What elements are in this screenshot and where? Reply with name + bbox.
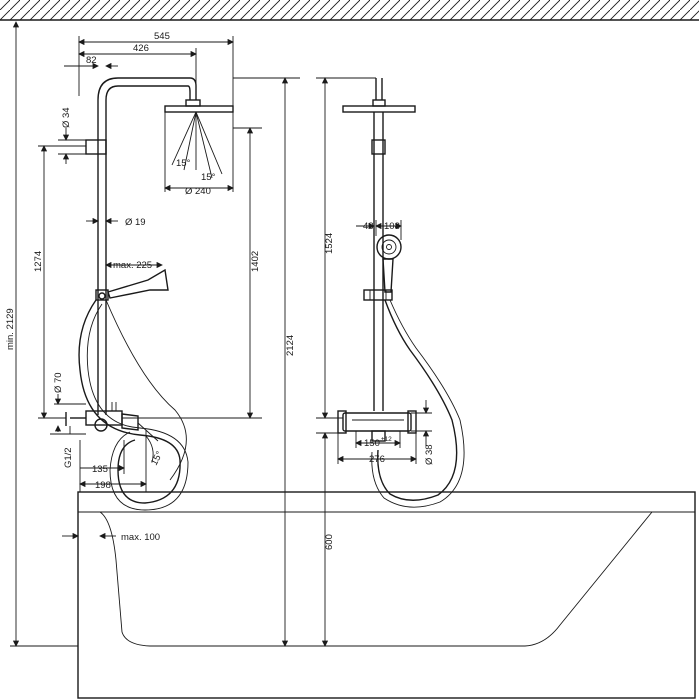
left-dimensions: 545 426 82 Ø 34 15° 15° Ø 240 Ø 19 [5,21,300,647]
left-shower-column [65,77,234,511]
dim-dia-240: Ø 240 [185,186,211,197]
dim-135: 135 [92,464,108,475]
ceiling-hatch [0,0,699,21]
bathtub [77,491,696,699]
angle-15-left: 15° [176,158,191,169]
dim-48: 48 [363,221,374,232]
dim-dia-19: Ø 19 [125,217,146,228]
dim-1402: 1402 [250,251,261,272]
dim-1524: 1524 [324,233,335,254]
dim-545: 545 [154,31,170,42]
head-shower-front [342,105,416,113]
dim-dia-38: Ø 38 [424,444,435,465]
tolerance-12: ±12 [381,436,392,443]
head-shower-side [164,105,234,113]
dim-276: 276 [369,454,385,465]
spout [121,413,139,431]
dim-dia-34: Ø 34 [61,107,72,128]
dim-max-100: max. 100 [121,532,160,543]
dim-dia-70: Ø 70 [53,372,64,393]
holder-front [363,289,393,301]
dim-600: 600 [324,534,335,550]
dim-426: 426 [133,43,149,54]
dim-max-225: max. 225 [113,260,152,271]
right-shower-column [337,78,465,508]
thermostat-front [342,412,412,432]
hand-shower-front [376,234,402,260]
dim-min-2129: min. 2129 [5,308,16,350]
dim-2124: 2124 [285,335,296,356]
thread-g12: G1/2 [63,447,74,468]
right-dimensions: 1524 48 108 150 ±12 276 Ø 38 600 [285,77,435,647]
angle-15-spout: 15° [149,449,166,467]
hand-shower-side [107,268,169,299]
dim-108: 108 [384,221,400,232]
slider-collar [85,139,107,155]
dim-82: 82 [86,55,97,66]
thermostat-body [85,410,123,426]
dim-1274: 1274 [33,251,44,272]
angle-15-right: 15° [201,172,216,183]
dim-150: 150 [364,438,380,449]
dim-198: 198 [95,480,111,491]
